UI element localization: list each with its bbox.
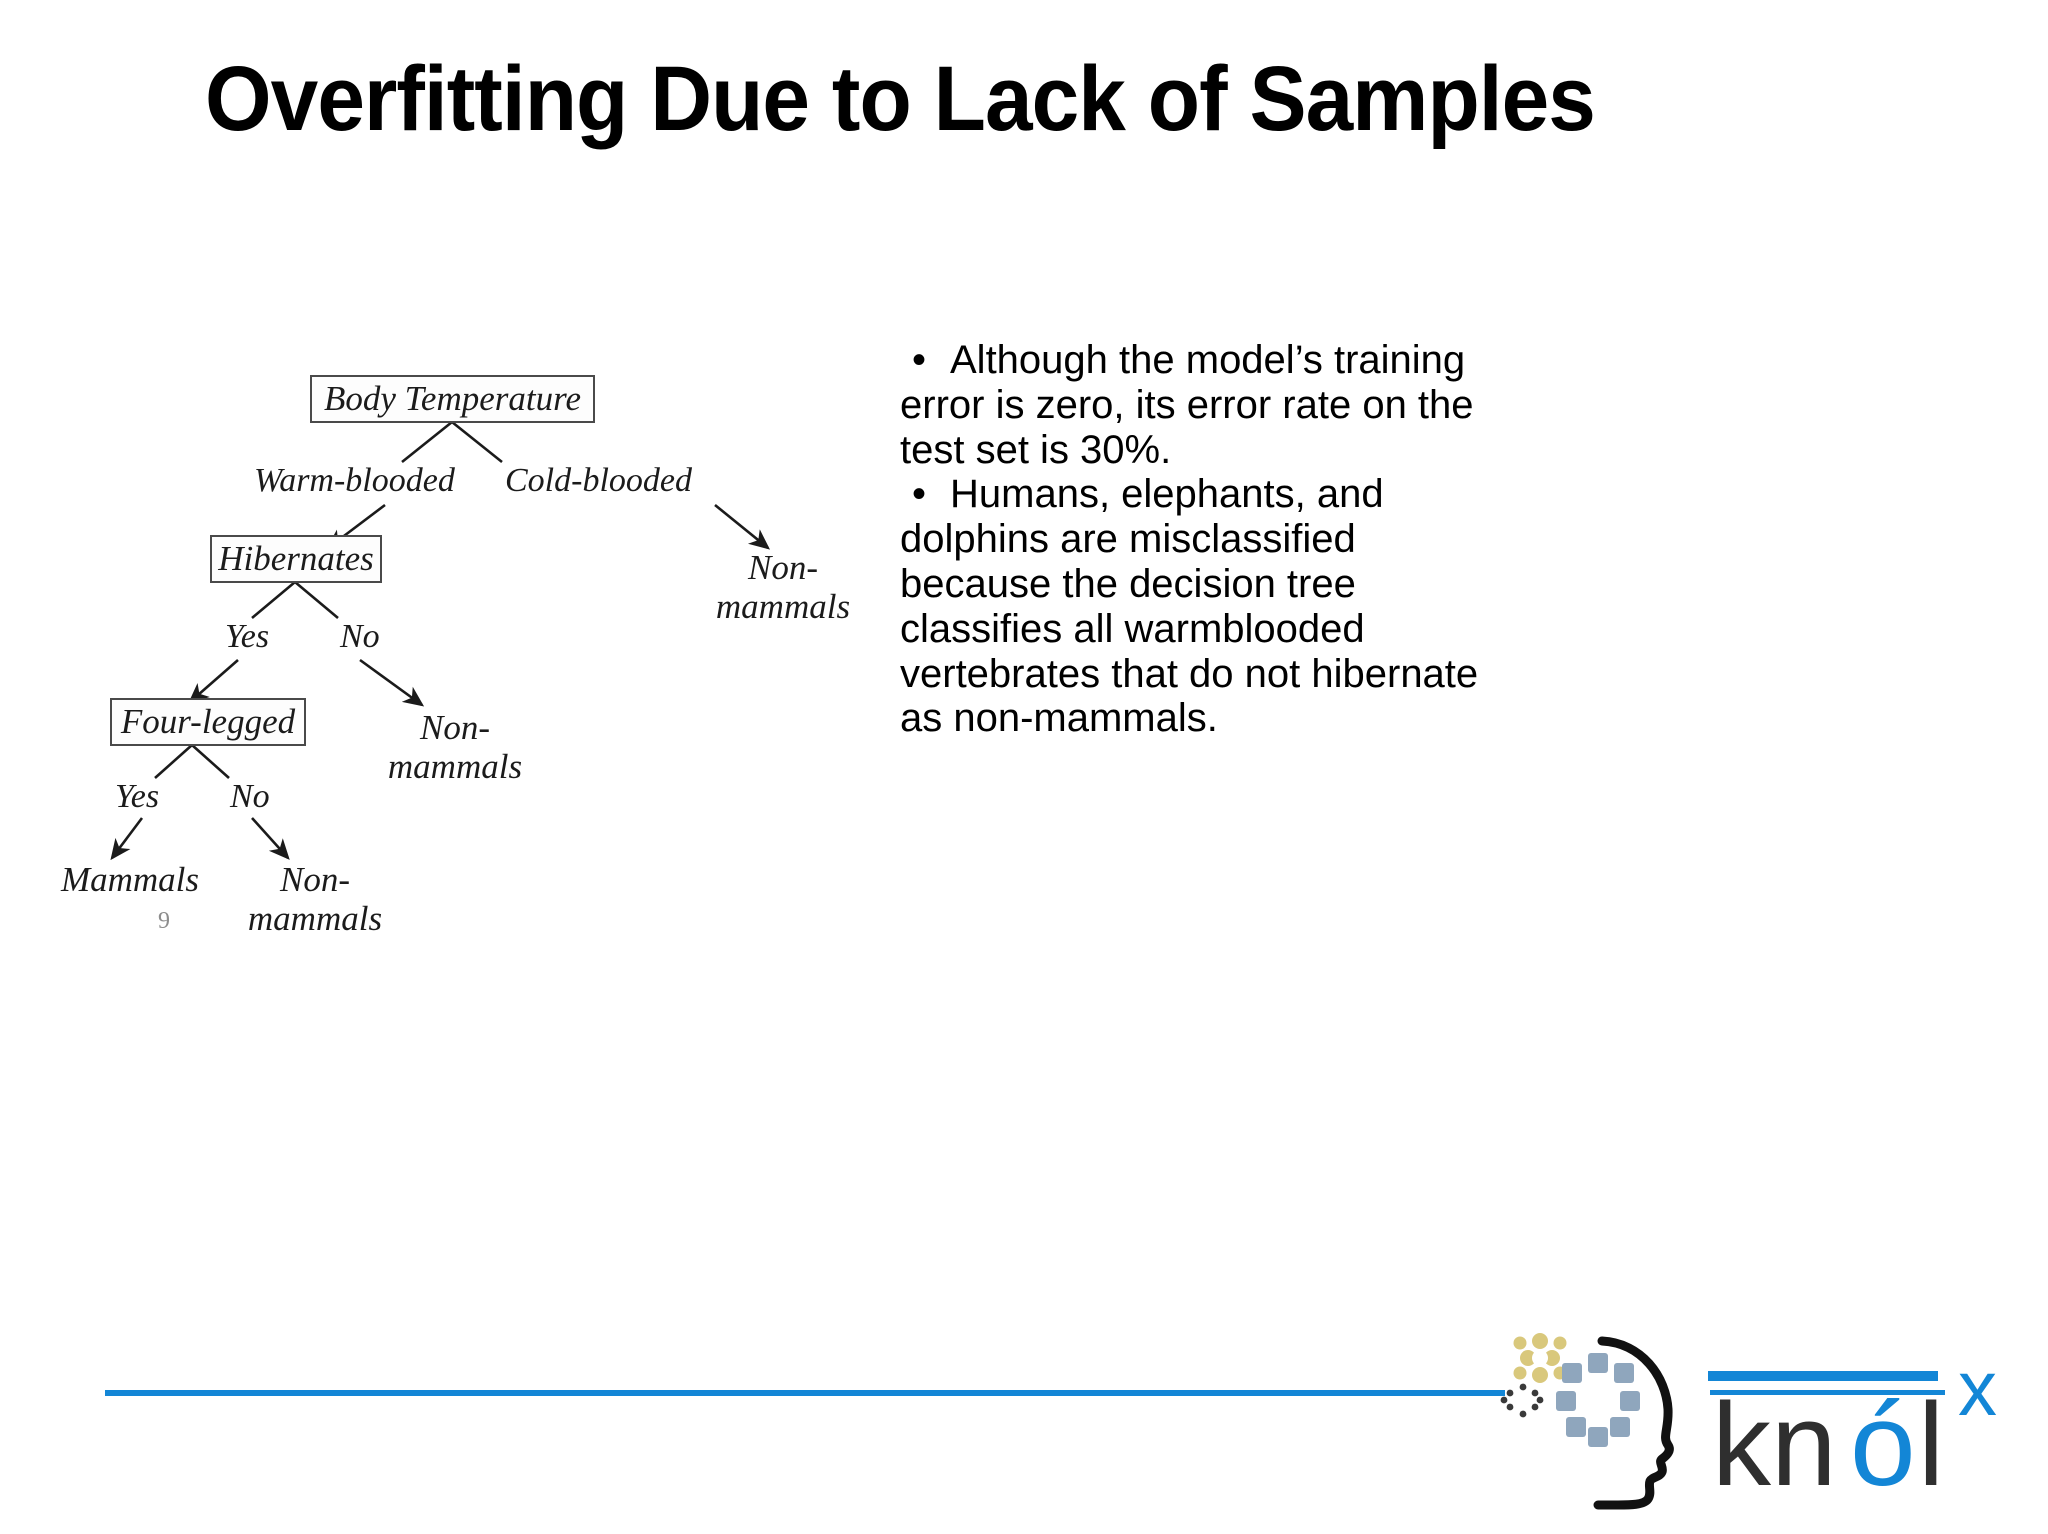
bullet-marker-icon: • — [912, 338, 927, 382]
blue-gear-icon — [1556, 1353, 1640, 1447]
leaf-line-1: Non- — [748, 548, 818, 587]
leaf-line-1: Non- — [280, 860, 350, 899]
head-profile-icon — [1593, 1336, 1674, 1510]
bullet-item-1: •Although the model’s training error is … — [900, 338, 1510, 472]
logo-underscore-bar — [1708, 1371, 1938, 1381]
tree-node-label: Four-legged — [120, 702, 296, 741]
tree-leaf-mammals: Mammals — [20, 860, 240, 899]
bullet-marker-icon: • — [912, 472, 927, 517]
tree-node-label: Hibernates — [218, 539, 374, 578]
tree-edge-label-warm-blooded: Warm-blooded — [254, 462, 455, 499]
tree-edge-label-hibernates-yes: Yes — [225, 618, 270, 655]
bullet-text: Humans, elephants, and dolphins are misc… — [900, 472, 1479, 741]
tree-node-body-temperature: Body Temperature — [310, 375, 595, 423]
tree-node-hibernates: Hibernates — [210, 535, 382, 583]
slide-page-number: 9 — [158, 908, 170, 934]
tree-edge-label-cold-blooded: Cold-blooded — [505, 462, 692, 499]
knolx-logo: kn ó l x — [1490, 1325, 2035, 1525]
page-title: Overfitting Due to Lack of Samples — [205, 48, 1596, 150]
tree-node-label: Body Temperature — [324, 379, 581, 418]
logo-wordmark-kn: kn — [1712, 1379, 1837, 1511]
footer-divider-line — [105, 1390, 1505, 1396]
leaf-line-2: mammals — [387, 747, 523, 787]
decision-tree-figure: Body Temperature Hibernates Four-legged … — [61, 350, 910, 970]
tree-node-four-legged: Four-legged — [110, 698, 306, 746]
tree-edge-label-four-legged-yes: Yes — [115, 778, 160, 815]
tree-leaf-nohibernate-nonmammals: Non- mammals — [360, 708, 550, 786]
bullet-list: •Although the model’s training error is … — [900, 338, 1510, 741]
footer-divider-line-right — [1710, 1390, 1945, 1395]
bullet-item-2: •Humans, elephants, and dolphins are mis… — [900, 472, 1510, 741]
tree-connector-lines — [110, 420, 771, 861]
leaf-line-1: Mammals — [60, 860, 200, 899]
logo-superscript-x: x — [1958, 1344, 1997, 1432]
tree-edge-label-hibernates-no: No — [340, 618, 380, 655]
tree-leaf-notfourlegged-nonmammals: Non- mammals — [220, 860, 410, 938]
dotted-gear-icon — [1500, 1383, 1544, 1418]
leaf-line-2: mammals — [247, 899, 383, 939]
leaf-line-2: mammals — [715, 587, 851, 627]
logo-wordmark-l: l — [1918, 1379, 1944, 1511]
gold-gear-icon — [1513, 1333, 1567, 1383]
tree-edge-label-four-legged-no: No — [230, 778, 270, 815]
logo-wordmark-o: ó — [1850, 1379, 1916, 1511]
leaf-line-1: Non- — [420, 708, 490, 747]
bullet-text: Although the model’s training error is z… — [900, 338, 1474, 472]
tree-leaf-cold-nonmammals: Non- mammals — [698, 548, 868, 626]
